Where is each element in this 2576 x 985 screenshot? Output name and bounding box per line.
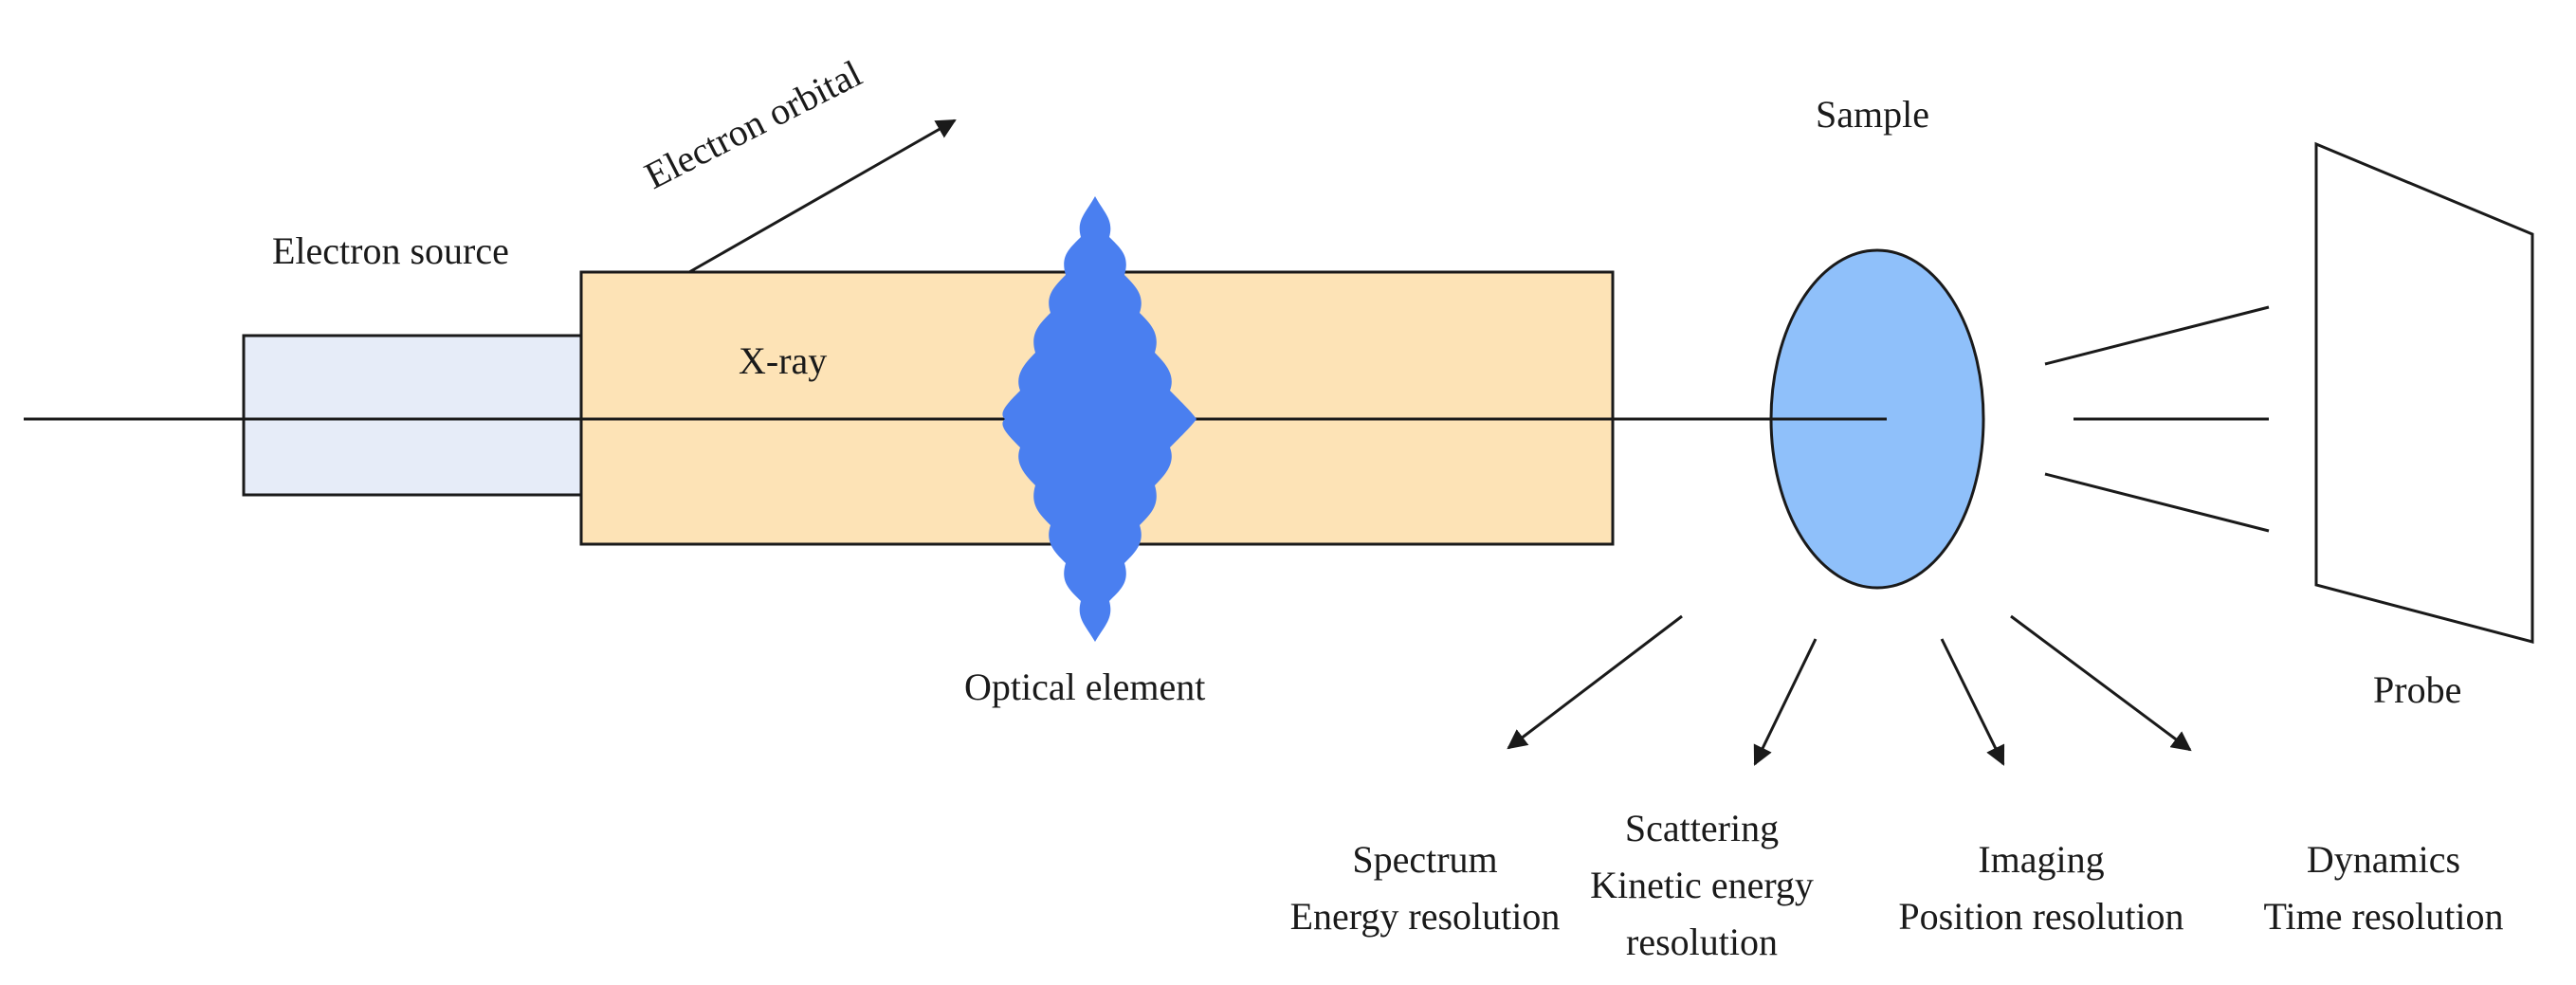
svg-text:Dynamics: Dynamics — [2307, 838, 2460, 881]
electron-source-block — [242, 334, 583, 497]
electron-orbital-label: Electron orbital — [638, 51, 868, 197]
output-scattering-label: Scattering Kinetic energy resolution — [1590, 807, 1814, 963]
probe-label: Probe — [2373, 668, 2461, 711]
probe-panel — [2314, 141, 2534, 644]
output-dynamics-label: Dynamics Time resolution — [2264, 838, 2504, 938]
electron-source-label: Electron source — [272, 229, 509, 272]
dynamics-arrow — [2010, 614, 2192, 752]
svg-text:Energy resolution: Energy resolution — [1290, 895, 1561, 938]
diverging-ray-upper — [2044, 305, 2270, 366]
xray-label: X-ray — [739, 339, 827, 382]
sample-label: Sample — [1816, 93, 1929, 136]
svg-text:Kinetic energy: Kinetic energy — [1590, 864, 1814, 906]
diverging-ray-lower — [2044, 472, 2270, 533]
svg-text:resolution: resolution — [1626, 921, 1778, 963]
svg-text:Scattering: Scattering — [1625, 807, 1779, 849]
svg-text:Imaging: Imaging — [1978, 838, 2104, 881]
svg-text:Position resolution: Position resolution — [1898, 895, 2183, 938]
output-imaging-label: Imaging Position resolution — [1898, 838, 2183, 938]
scattering-arrow — [1753, 638, 1818, 766]
svg-text:Spectrum: Spectrum — [1352, 838, 1497, 881]
svg-text:Time resolution: Time resolution — [2264, 895, 2504, 938]
spectrum-arrow — [1507, 614, 1683, 750]
output-spectrum-label: Spectrum Energy resolution — [1290, 838, 1561, 938]
optical-element-label: Optical element — [964, 666, 1205, 708]
electron-orbital-arrow — [688, 119, 957, 274]
optical-element-shape — [1002, 196, 1197, 642]
imaging-arrow — [1940, 638, 2005, 766]
